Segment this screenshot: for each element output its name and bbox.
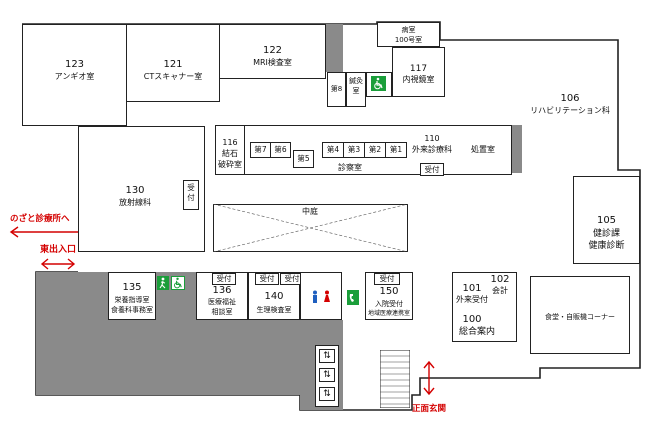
room-130-name: 放射線科 <box>119 198 151 207</box>
room-100-name: 総合案内 <box>458 327 495 337</box>
room-117-name: 内視鏡室 <box>402 75 435 84</box>
room-122 <box>219 24 326 79</box>
room-110-number: 110 <box>424 134 440 143</box>
room-123-number: 123 <box>64 59 85 70</box>
exam-room-5: 第5 <box>293 150 314 168</box>
double-arrow-horizontal-icon <box>40 258 76 270</box>
room-140-name: 生理検査室 <box>256 306 292 314</box>
ward-100-line2: 100号室 <box>394 36 423 44</box>
room-100-number: 100 <box>462 314 482 325</box>
ward-100-line1: 病室 <box>401 26 416 34</box>
cafeteria-label: 食堂・自販機コーナー <box>545 313 615 321</box>
room-117 <box>392 47 445 97</box>
room-122-number: 122 <box>262 45 283 56</box>
room-116-number: 116 <box>222 138 238 147</box>
exam-room-1: 第1 <box>385 142 407 158</box>
east-exit-label: 東出入口 <box>40 245 77 255</box>
main-entrance-label: 正面玄関 <box>412 404 447 414</box>
room-121-name: CTスキャナー室 <box>143 72 203 81</box>
telephone-icon <box>347 290 359 305</box>
exam-room-2: 第2 <box>364 142 386 158</box>
room-135 <box>108 272 156 320</box>
room-105 <box>573 176 640 264</box>
room-101-name: 外来受付 <box>456 295 488 304</box>
room-105-line2: 健康診断 <box>588 241 625 251</box>
reception-130-label: 受付 <box>187 183 195 202</box>
room-135-line1: 栄養指導室 <box>114 296 150 304</box>
arrow-left-icon <box>9 226 78 238</box>
wheelchair-accessible-icon <box>371 76 386 91</box>
exam-room-6: 第6 <box>270 142 291 158</box>
gray-area-east <box>510 125 522 173</box>
room-116-line2: 破砕室 <box>218 160 242 169</box>
reception-150: 受付 <box>374 273 400 285</box>
room-122-name: MRI検査室 <box>253 58 292 67</box>
elevator-icon: ⇅ <box>319 349 335 363</box>
reception-140a: 受付 <box>255 273 279 285</box>
room-106-number: 106 <box>560 93 580 104</box>
gray-area-shaft <box>325 24 343 72</box>
room-135-number: 135 <box>122 282 142 293</box>
room-150-line1: 入院受付 <box>375 300 403 308</box>
room-105-line1: 健診課 <box>592 229 620 239</box>
elevator-icon-2: ⇅ <box>319 368 335 382</box>
exam-room-4: 第4 <box>322 142 344 158</box>
room-101-102 <box>452 272 517 342</box>
stairs-icon <box>380 350 410 408</box>
room-130-number: 130 <box>125 185 145 196</box>
room-116 <box>215 125 245 175</box>
room-150-line2: 地域医療連携室 <box>367 310 410 317</box>
to-clinic-label: のざと診療所へ <box>10 214 70 224</box>
room-123 <box>22 24 127 126</box>
room-135-line2: 食養科事務室 <box>111 306 153 314</box>
double-arrow-vertical-icon <box>423 360 435 396</box>
room-106-name: リハビリテーション科 <box>530 106 610 115</box>
room-8 <box>327 72 346 107</box>
reception-110: 受付 <box>420 163 444 176</box>
ward-100 <box>377 22 440 47</box>
room-102-number: 102 <box>490 274 510 285</box>
room-121-number: 121 <box>163 59 183 70</box>
exam-room-7: 第7 <box>250 142 271 158</box>
room-123-name: アンギオ室 <box>54 72 95 81</box>
reception-130 <box>183 180 199 210</box>
elevator-icon-3: ⇅ <box>319 387 335 401</box>
room-shinkyu <box>346 72 366 107</box>
room-136-line2: 相談室 <box>211 308 233 316</box>
room-136-number: 136 <box>212 285 232 296</box>
shinsatsu-label: 診察室 <box>338 163 362 172</box>
room-116-line1: 結石 <box>222 149 238 158</box>
reception-136: 受付 <box>212 273 236 285</box>
exam-room-3: 第3 <box>343 142 365 158</box>
wheelchair-accessible-icon-south <box>171 276 185 290</box>
room-8-label: 第8 <box>330 85 343 93</box>
pharmacy-label: 処置室 <box>471 145 495 154</box>
courtyard-label: 中庭 <box>295 207 325 217</box>
emergency-exit-icon <box>157 276 169 290</box>
room-140-number: 140 <box>264 291 284 302</box>
courtyard-cross <box>213 204 408 252</box>
room-150-number: 150 <box>379 286 399 297</box>
room-105-number: 105 <box>596 215 617 226</box>
room-101-number: 101 <box>462 283 482 294</box>
room-136-line1: 医療福祉 <box>208 298 236 306</box>
room-110-name: 外来診療科 <box>412 145 452 154</box>
cafeteria <box>530 276 630 354</box>
room-shinkyu-label: 鍼灸室 <box>349 77 363 95</box>
restroom-icon <box>308 290 334 304</box>
room-117-number: 117 <box>409 64 428 74</box>
room-102-name: 会計 <box>492 286 508 295</box>
